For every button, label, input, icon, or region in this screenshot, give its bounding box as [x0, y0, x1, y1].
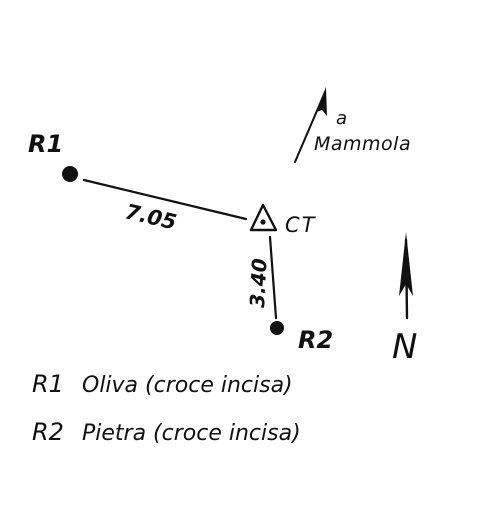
mammola-direction-line1: a: [336, 108, 347, 129]
legend: R1 Oliva (croce incisa) R2 Pietra (croce…: [32, 370, 301, 446]
r1-ct-line: [82, 178, 248, 221]
legend-r2-key: R2: [32, 418, 64, 446]
north-arrow-icon: [399, 232, 413, 320]
mammola-direction-arrow: [294, 87, 327, 163]
legend-r2-text: Pietra (croce incisa): [82, 421, 301, 446]
ct-r2-distance: 3.40: [245, 258, 272, 309]
ct-station-marker: [249, 203, 278, 232]
r2-label: R2: [298, 326, 333, 354]
legend-r1-text: Oliva (croce incisa): [82, 373, 293, 398]
r2-point-marker: [270, 321, 284, 335]
legend-r1-key: R1: [32, 370, 64, 398]
ct-r2-line: [268, 235, 278, 320]
r1-point-marker: [62, 166, 78, 182]
north-label: N: [392, 327, 417, 367]
r1-label: R1: [28, 130, 63, 158]
mammola-direction-line2: Mammola: [314, 133, 411, 155]
ct-label: CT: [285, 213, 317, 237]
